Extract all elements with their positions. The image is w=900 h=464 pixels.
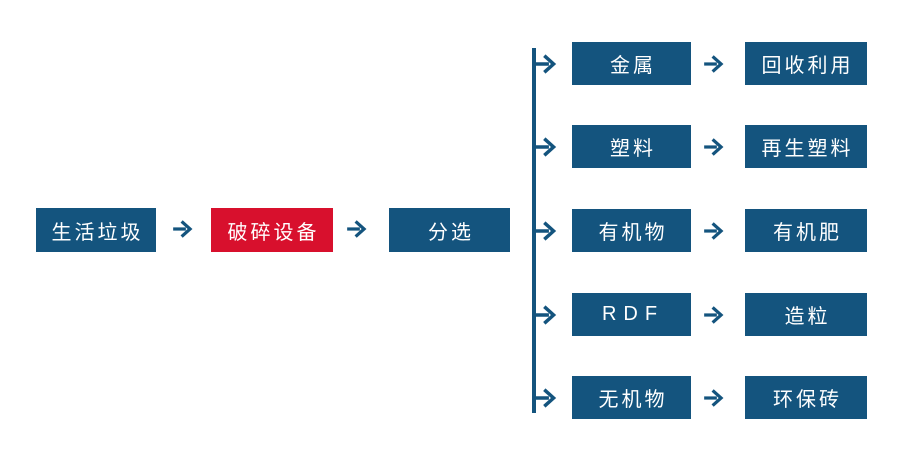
branch-arrow-icon [534, 137, 557, 157]
node-organic-matter: 有机物 [572, 209, 691, 252]
branch-arrow-icon [534, 305, 557, 325]
node-recycled-plastic: 再生塑料 [745, 125, 867, 168]
right-arrow-icon [704, 306, 724, 324]
branch-arrow-icon [534, 388, 557, 408]
right-arrow-icon [173, 220, 193, 238]
right-arrow-icon [704, 222, 724, 240]
right-arrow-icon [704, 138, 724, 156]
right-arrow-icon [347, 220, 367, 238]
right-arrow-icon [704, 389, 724, 407]
right-arrow-icon [704, 55, 724, 73]
node-organic-fertilizer: 有机肥 [745, 209, 867, 252]
node-inorganic-matter: 无机物 [572, 376, 691, 419]
node-granulation: 造粒 [745, 293, 867, 336]
node-eco-brick: 环保砖 [745, 376, 867, 419]
node-metal: 金属 [572, 42, 691, 85]
branch-trunk-line [532, 48, 536, 413]
branch-arrow-icon [534, 221, 557, 241]
node-crushing-equipment: 破碎设备 [211, 208, 333, 252]
node-recycling: 回收利用 [745, 42, 867, 85]
node-rdf: RDF [572, 293, 691, 336]
node-sorting: 分选 [389, 208, 510, 252]
node-household-waste: 生活垃圾 [36, 208, 156, 252]
branch-arrow-icon [534, 54, 557, 74]
node-plastic: 塑料 [572, 125, 691, 168]
